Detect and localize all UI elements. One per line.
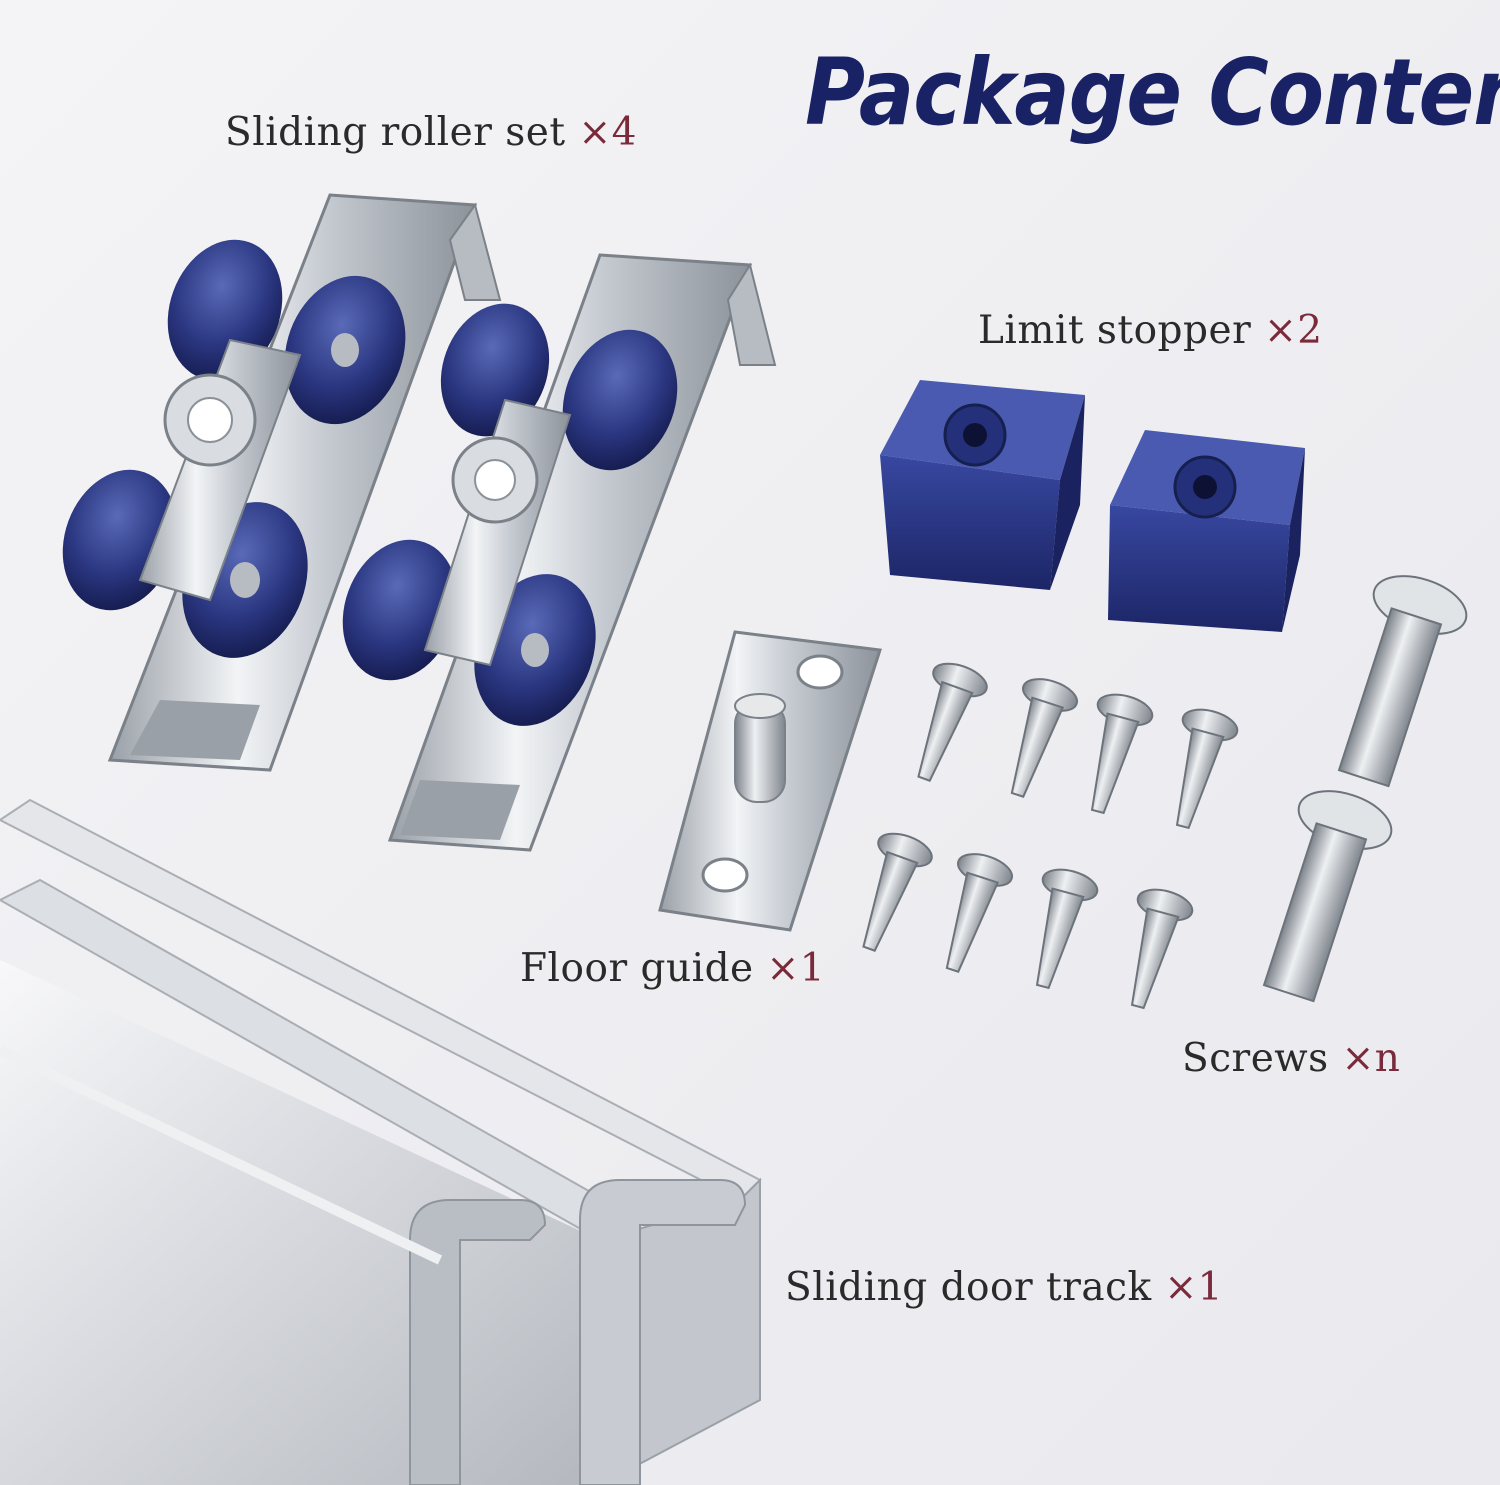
small-screws	[862, 662, 1239, 1010]
sliding-roller-1	[62, 193, 502, 772]
label-floor-guide: Floor guide ×1	[520, 946, 825, 991]
floor-guide	[658, 630, 882, 932]
label-quantity: ×4	[578, 110, 637, 155]
large-bolts	[1262, 575, 1468, 1003]
limit-stopper-2	[1108, 430, 1305, 632]
label-name: Sliding door track	[785, 1265, 1152, 1310]
sliding-door-track	[0, 798, 762, 1485]
label-name: Screws	[1182, 1036, 1329, 1081]
label-limit-stopper: Limit stopper ×2	[978, 308, 1323, 353]
label-sliding-roller-set: Sliding roller set ×4	[225, 110, 637, 155]
label-quantity: ×1	[1164, 1265, 1223, 1310]
label-name: Floor guide	[520, 946, 754, 991]
label-quantity: ×1	[766, 946, 826, 991]
label-quantity: ×n	[1341, 1036, 1401, 1081]
label-name: Limit stopper	[978, 308, 1252, 353]
page-title: Package Content	[805, 40, 1500, 147]
label-sliding-door-track: Sliding door track ×1	[785, 1265, 1223, 1310]
sliding-roller-2	[342, 253, 777, 852]
label-quantity: ×2	[1264, 308, 1323, 353]
label-name: Sliding roller set	[225, 110, 566, 155]
label-screws: Screws ×n	[1182, 1036, 1400, 1081]
limit-stopper-1	[880, 380, 1085, 590]
